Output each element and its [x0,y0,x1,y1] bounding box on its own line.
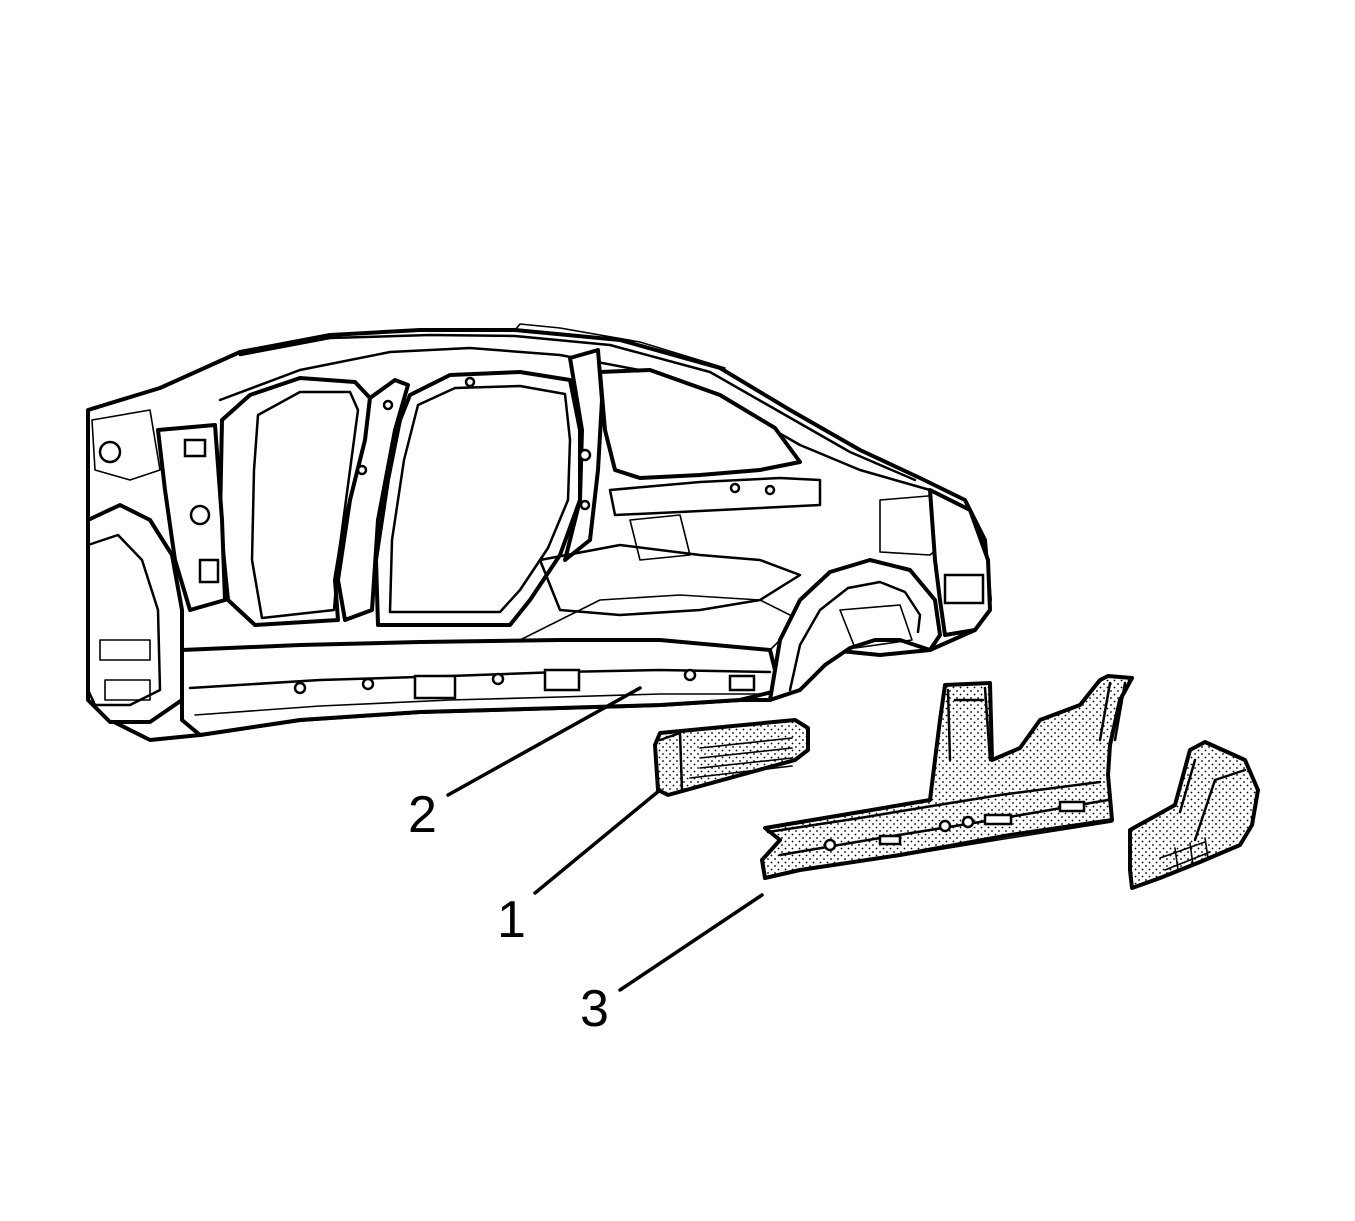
part-3-rocker-inner [760,674,1134,880]
roof-hole-2 [729,482,741,494]
cross-member-1 [608,476,822,517]
part-3-hole-3 [961,815,975,829]
part-1-reinforcement [653,718,810,797]
rocker-panel [180,638,782,737]
rear-extension-ribs [1159,837,1211,871]
roof-rail-inner [218,346,932,492]
quarter-window [598,368,802,480]
roof-rail [238,333,917,482]
rear-extension-body [1128,740,1260,890]
rocker-hole-4 [683,668,697,682]
pillar-hole-2 [356,464,368,476]
rocker-hole-1 [293,681,307,695]
callout-3: 3 [580,980,609,1038]
part-3-b-pillar-stub [946,686,992,762]
rear-door-opening [374,370,582,627]
rear-extension-fold [1178,758,1247,842]
rocker-hole-2 [361,677,375,691]
part-3-slot-2 [1058,800,1086,813]
front-wheel-arch-inner [86,533,162,707]
callout-1: 1 [497,891,526,949]
b-pillar [336,378,410,622]
pillar-hole-4 [579,499,591,511]
fender-hole [98,440,122,464]
rear-extension-piece [1128,740,1260,890]
front-vent-1 [99,639,151,661]
roof-hole-3 [764,484,776,496]
part-3-rear-stub [1098,681,1127,742]
rocker-hole-3 [491,672,505,686]
leader-line-2 [446,686,642,797]
front-fender-detail [91,409,161,481]
rear-wheel-arch-inner [788,580,922,692]
hinge-slot-2 [198,558,220,584]
callout-2: 2 [408,786,437,844]
cross-member-2 [538,543,802,617]
rocker-bracket-3 [728,674,756,692]
leader-line-1 [533,788,662,895]
rear-wheel-arch [768,558,942,702]
part-3-hole-2 [938,819,952,833]
hinge-hole-1 [189,504,211,526]
part-3-flange-top [766,780,1102,834]
pillar-hole-1 [382,399,394,411]
part-3-slot-3 [878,834,902,846]
rear-wheelhouse [839,604,913,649]
part-1-ribs [689,737,793,779]
tail-lamp-pocket [943,573,985,605]
roof-line-outer [514,323,726,369]
rocker-crease [188,668,772,690]
part-1-front-face [658,731,684,792]
hinge-slot-1 [183,438,207,458]
seat-bracket [629,514,691,561]
rocker-bracket-1 [413,674,457,700]
part-3-slot-1 [983,813,1013,826]
rear-door-inner [388,384,572,614]
roof-hole-1 [464,376,476,388]
part-3-lower-edge [764,821,1113,879]
vehicle-body-side [86,323,992,742]
part-1-body [653,718,810,797]
front-vent-2 [104,679,151,701]
leader-line-3 [618,893,764,992]
front-door-inner [250,390,360,620]
part-3-hole-1 [823,838,837,852]
rocker-bracket-2 [543,668,581,692]
rocker-lower [194,693,771,716]
pillar-hole-3 [578,448,592,462]
